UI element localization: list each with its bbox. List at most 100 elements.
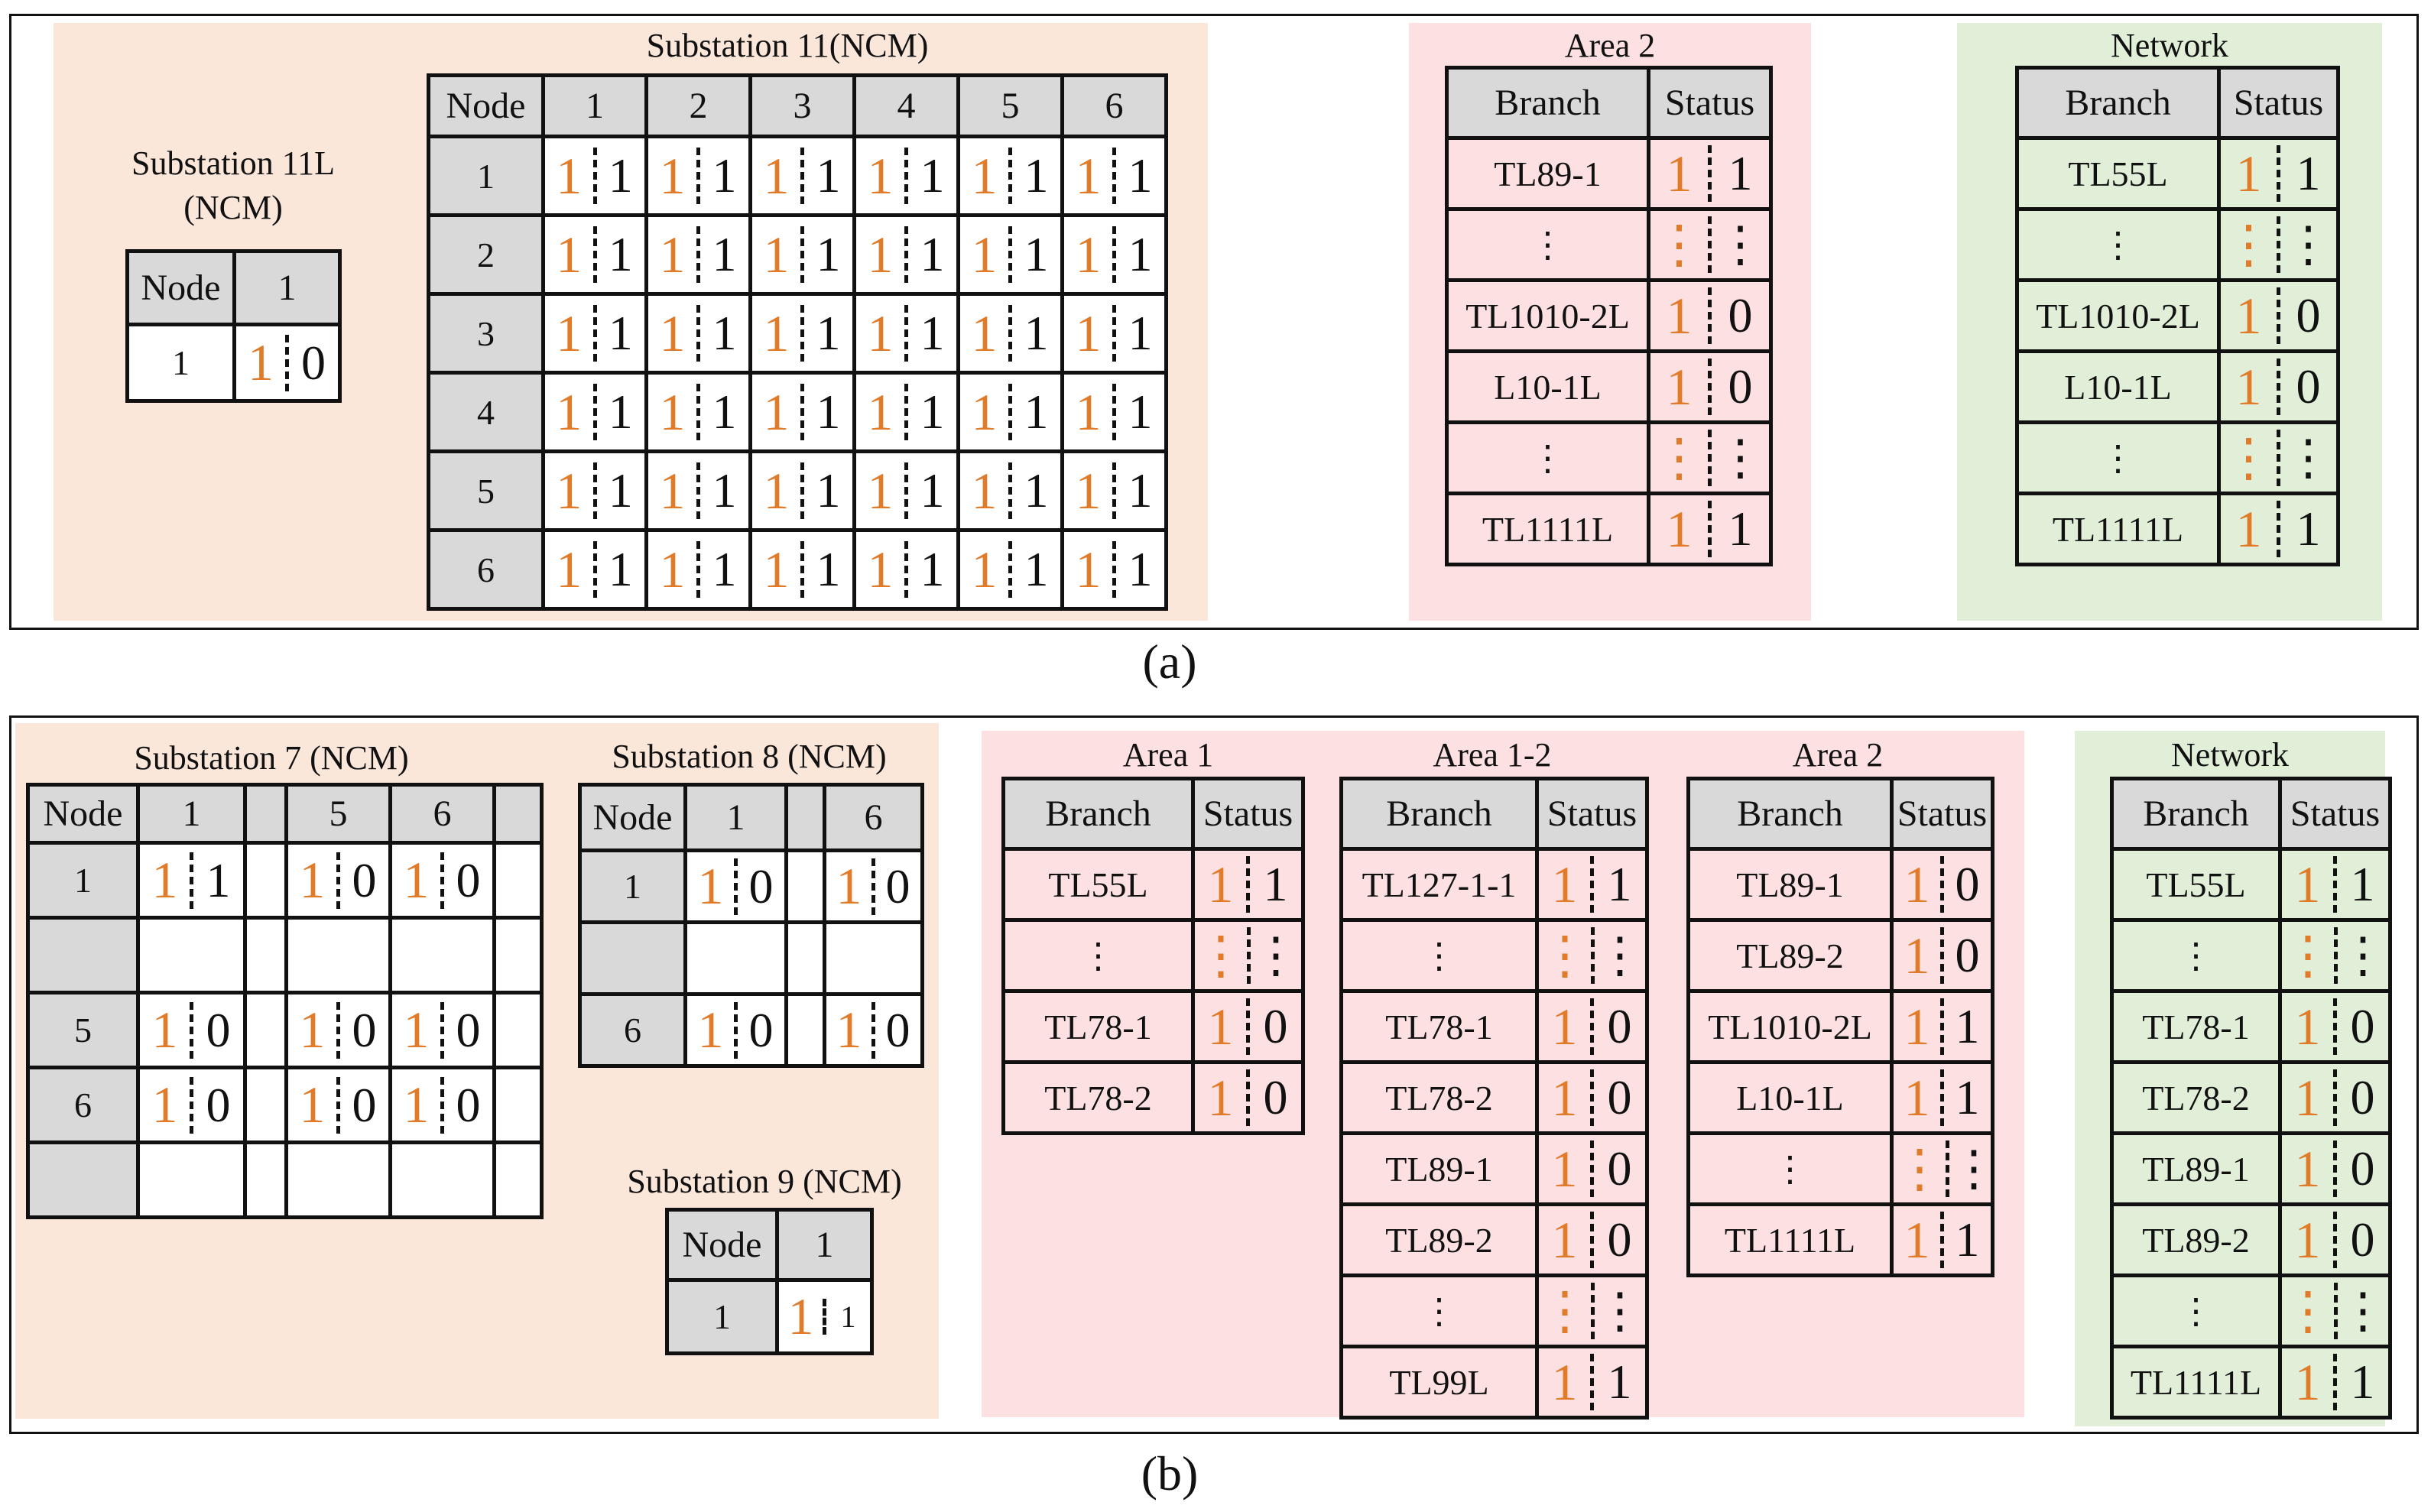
value-b: 1 [1708,501,1767,557]
branch-cell: TL1010-2L [1686,989,1894,1064]
value-a: 1 [556,225,583,284]
value-a: ⋮ [2282,1281,2335,1340]
value-b: 1 [696,384,747,440]
value-a: 1 [1207,997,1234,1056]
value-a: 1 [1904,1068,1930,1127]
value-b: 0 [2333,1212,2387,1268]
value-b: 1 [1112,462,1163,519]
value-b: 0 [1708,359,1767,415]
value-a: ⋮ [2222,428,2275,487]
branch-cell: TL78-2 [2110,1060,2282,1135]
value-b: 1 [800,541,851,598]
value-a: 1 [971,146,998,205]
row-label: 1 [125,323,236,403]
header-col-6: 6 [823,783,924,852]
header-col-1: 1 [775,1208,874,1282]
value-b: 0 [1590,998,1644,1055]
branch-cell: TL89-2 [1339,1202,1539,1277]
value-b: 0 [1590,1212,1644,1268]
branch-cell: ⋮ [1445,420,1650,495]
value-a: 1 [763,382,790,441]
value-b: 1 [1112,541,1163,598]
value-a: 1 [697,857,724,915]
table-row: ⋮⋮⋮ [1445,420,1773,495]
value-a: 1 [556,382,583,441]
value-a: 1 [867,225,894,284]
row-label: 2 [427,213,545,296]
branch-cell: TL89-1 [1445,136,1650,211]
branch-cell: TL55L [1001,847,1195,922]
gap-cell [243,841,288,920]
value-a: 1 [1551,997,1578,1056]
value-a: 1 [556,461,583,520]
branch-cell: ⋮ [2110,1274,2282,1348]
header-col: 5 [956,73,1064,138]
value-a: 1 [2294,1139,2321,1198]
value-b: 0 [2333,1140,2387,1197]
header-branch: Branch [1339,777,1539,851]
value-a: 1 [1666,499,1693,558]
area-2-title: Area 2 [1564,27,1656,64]
header-branch: Branch [2015,66,2221,140]
branch-cell: ⋮ [1445,207,1650,282]
value-a: 1 [2235,286,2262,345]
row-label: 1 [26,841,140,920]
status-cell: ⋮⋮ [1647,207,1773,282]
value-b: 0 [440,1076,491,1134]
caption-a: (a) [1142,634,1197,689]
value-a: 1 [556,303,583,362]
value-b: ⋮ [2277,430,2335,486]
value-a: 1 [1075,461,1102,520]
value-b: 0 [1940,856,1989,913]
value-a: 1 [2294,1210,2321,1269]
header-col-1: 1 [683,783,788,852]
table-row: ⋮⋮⋮ [2110,1274,2392,1348]
value-b: 1 [823,1299,868,1335]
branch-cell: ⋮ [1001,918,1195,993]
value-a: 1 [1904,855,1930,913]
value-a: 1 [1904,997,1930,1056]
value-b: ⋮ [1946,1140,1989,1197]
branch-cell: TL89-2 [1686,918,1894,993]
value-b: 0 [440,852,491,909]
row-label: 6 [26,1066,140,1144]
value-b: 1 [592,226,643,283]
empty-cell [136,1140,247,1219]
value-a: 1 [763,146,790,205]
area-1-2-title: Area 1-2 [1433,736,1552,774]
row-label: 3 [427,292,545,375]
row-label: 1 [578,848,687,924]
value-a: 1 [556,146,583,205]
